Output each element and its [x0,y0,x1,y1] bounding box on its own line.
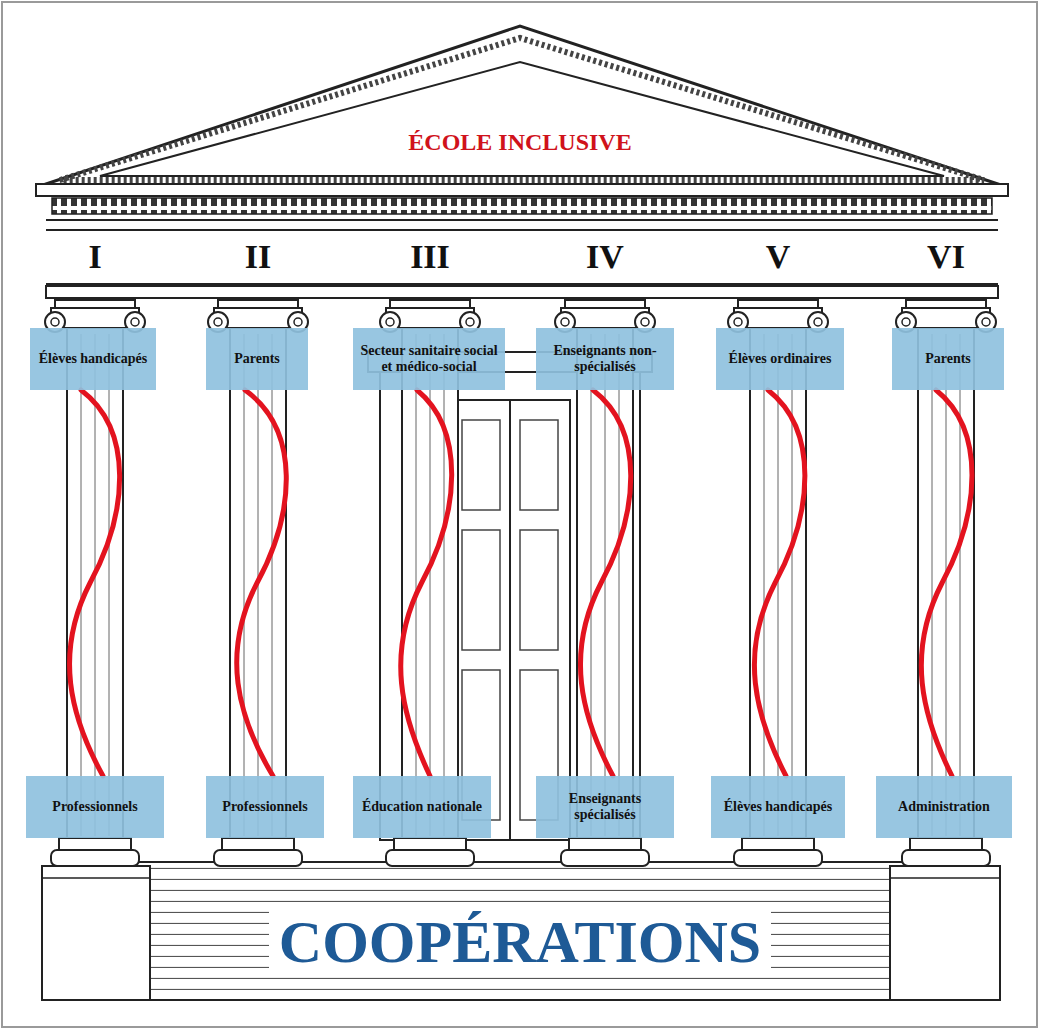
cooperation-link [580,390,630,776]
steps [42,862,1000,1000]
box-text: Enseignants non-spécialisés [541,343,669,375]
column-numeral: I [88,240,101,274]
stakeholder-box: Parents [206,328,308,390]
box-text: Secteur sanitaire social et médico-socia… [358,343,500,375]
column-numeral: II [245,240,271,274]
stakeholder-box: Enseignants spécialisés [536,776,674,838]
pediment-title: ÉCOLE INCLUSIVE [408,129,631,156]
cooperation-link [921,390,972,776]
column-numeral: V [766,240,791,274]
box-text: Élèves ordinaires [729,351,832,367]
pediment [36,26,1008,298]
stakeholder-box: Professionnels [206,776,324,838]
cooperation-link [401,390,452,776]
box-text: Professionnels [222,799,307,815]
stakeholder-box: Éducation nationale [353,776,491,838]
stakeholder-box: Élèves handicapés [30,328,156,390]
box-text: Professionnels [52,799,137,815]
stakeholder-box: Élèves ordinaires [716,328,844,390]
column-numeral: VI [927,240,965,274]
stakeholder-box: Élèves handicapés [711,776,845,838]
base-word: COOPÉRATIONS [269,908,771,976]
box-text: Éducation nationale [362,799,482,815]
cooperation-link [70,390,120,776]
stakeholder-box: Parents [892,328,1004,390]
stakeholder-box: Enseignants non-spécialisés [536,328,674,390]
box-text: Administration [898,799,990,815]
column-numeral: III [410,240,450,274]
column-numeral: IV [586,240,624,274]
cooperation-link [237,390,287,776]
stakeholder-box: Administration [876,776,1012,838]
box-text: Élèves handicapés [724,799,833,815]
box-text: Élèves handicapés [39,351,148,367]
box-text: Parents [234,351,280,367]
box-text: Parents [925,351,971,367]
stakeholder-box: Secteur sanitaire social et médico-socia… [353,328,505,390]
cooperation-link [754,390,804,776]
box-text: Enseignants spécialisés [541,791,669,823]
columns [45,300,996,866]
stakeholder-box: Professionnels [26,776,164,838]
